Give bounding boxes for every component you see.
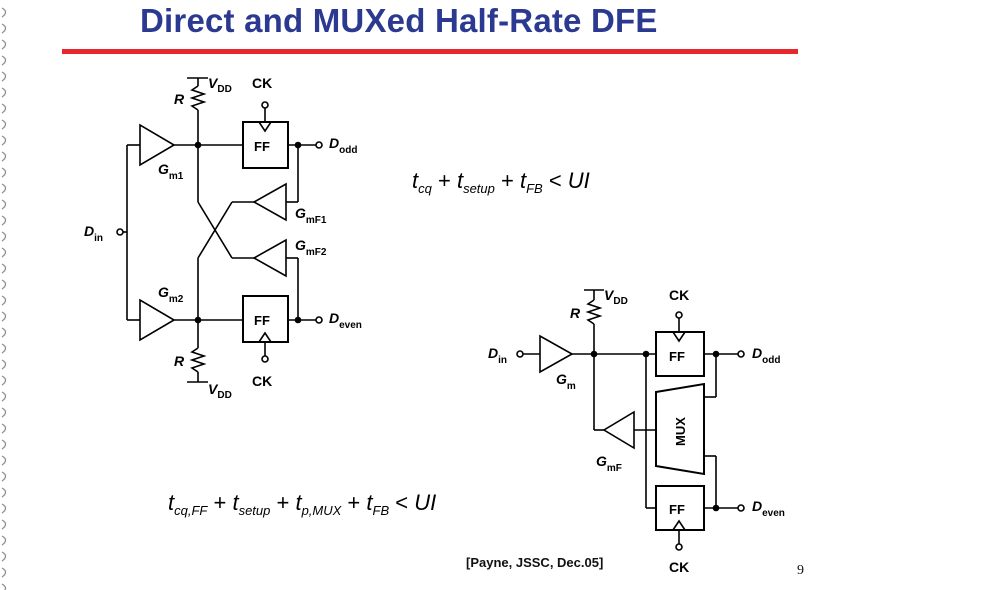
mux-ff-even-label: FF (669, 502, 685, 517)
binding-ring (1, 263, 7, 274)
direct-r-bottom-label: R (174, 353, 185, 369)
gmf1-amplifier (252, 182, 287, 222)
binding-ring (1, 199, 7, 210)
direct-vdd-top-label: VDD (208, 75, 232, 95)
gm-amplifier (539, 334, 574, 374)
gmf-label: GmF (596, 453, 622, 474)
equation-muxed: tcq,FF + tsetup + tp,MUX + tFB < UI (168, 490, 436, 518)
binding-ring (1, 71, 7, 82)
binding-ring (1, 231, 7, 242)
binding-ring (1, 551, 7, 562)
mux-vdd-label: VDD (604, 287, 628, 307)
gm2-label: Gm2 (158, 284, 184, 305)
binding-ring (1, 119, 7, 130)
binding-ring (1, 103, 7, 114)
mux-deven-label: Deven (752, 498, 785, 519)
binding-ring (1, 471, 7, 482)
mux-dodd-label: Dodd (752, 345, 780, 366)
binding-ring (1, 55, 7, 66)
gm1-label: Gm1 (158, 161, 184, 182)
direct-din-label: Din (84, 223, 103, 244)
mux-label: MUX (673, 417, 688, 446)
direct-ck-top-label: CK (252, 75, 272, 91)
binding-ring (1, 423, 7, 434)
direct-ff-even-label: FF (254, 313, 270, 328)
mux-ck-bottom-label: CK (669, 559, 689, 575)
binding-ring (1, 23, 7, 34)
gmf-amplifier (602, 410, 635, 450)
gmf1-label: GmF1 (295, 205, 327, 226)
resistor-bottom (189, 347, 207, 373)
binding-ring (1, 7, 7, 18)
direct-ck-bottom-label: CK (252, 373, 272, 389)
binding-ring (1, 359, 7, 370)
binding-ring (1, 439, 7, 450)
direct-vdd-bottom-label: VDD (208, 381, 232, 401)
title-underline (62, 49, 798, 54)
equation-direct: tcq + tsetup + tFB < UI (412, 168, 590, 196)
binding-ring (1, 487, 7, 498)
direct-dfe-schematic (116, 77, 323, 383)
direct-ff-odd-label: FF (254, 139, 270, 154)
binding-ring (1, 151, 7, 162)
binding-ring (1, 455, 7, 466)
binding-ring (1, 279, 7, 290)
binding-ring (1, 375, 7, 386)
binding-ring (1, 311, 7, 322)
binding-ring (1, 503, 7, 514)
direct-deven-label: Deven (329, 310, 362, 331)
binding-ring (1, 39, 7, 50)
binding-ring (1, 567, 7, 578)
binding-ring (1, 327, 7, 338)
mux-ff-odd-label: FF (669, 349, 685, 364)
page-number: 9 (797, 563, 804, 578)
binding-ring (1, 343, 7, 354)
gm2-amplifier (139, 298, 176, 342)
binding-ring (1, 407, 7, 418)
spiral-binding (1, 7, 7, 590)
binding-ring (1, 295, 7, 306)
binding-ring (1, 535, 7, 546)
mux-din-label: Din (488, 345, 507, 366)
citation: [Payne, JSSC, Dec.05] (466, 555, 604, 570)
binding-ring (1, 391, 7, 402)
binding-ring (1, 167, 7, 178)
gmf2-label: GmF2 (295, 237, 327, 258)
binding-ring (1, 215, 7, 226)
mux-r-label: R (570, 305, 581, 321)
binding-ring (1, 87, 7, 98)
mux-ck-top-label: CK (669, 287, 689, 303)
binding-ring (1, 247, 7, 258)
gm-label: Gm (556, 371, 576, 392)
binding-ring (1, 583, 7, 590)
gmf2-amplifier (252, 238, 287, 278)
muxed-dfe-schematic (516, 289, 745, 551)
direct-dodd-label: Dodd (329, 135, 357, 156)
binding-ring (1, 183, 7, 194)
binding-ring (1, 135, 7, 146)
gm1-amplifier (139, 123, 176, 167)
slide-title: Direct and MUXed Half-Rate DFE (140, 2, 658, 39)
mux (655, 382, 705, 476)
direct-r-top-label: R (174, 91, 185, 107)
resistor-top (189, 85, 207, 111)
binding-ring (1, 519, 7, 530)
